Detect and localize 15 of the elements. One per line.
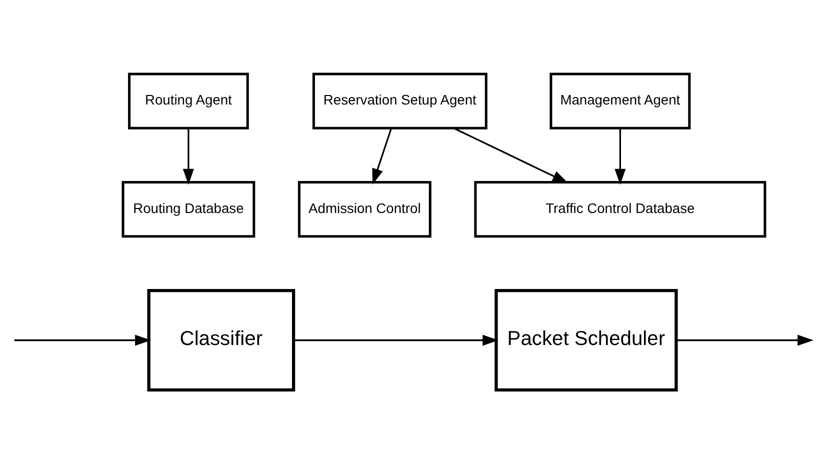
node-box: Routing Database (122, 181, 256, 238)
node-box: Traffic Control Database (474, 181, 766, 238)
node-box: Admission Control (298, 181, 432, 238)
arrow (372, 128, 392, 185)
arrow (182, 128, 194, 185)
node-box: Routing Agent (128, 72, 249, 130)
node-box: Management Agent (550, 72, 691, 130)
node-box: Reservation Setup Agent (312, 72, 488, 130)
node-box: Packet Scheduler (494, 288, 678, 392)
arrow (614, 128, 626, 185)
arrow (294, 334, 498, 346)
arrow (14, 334, 151, 346)
arrow (453, 127, 568, 184)
node-box: Classifier (147, 288, 296, 392)
arrow (676, 334, 814, 346)
